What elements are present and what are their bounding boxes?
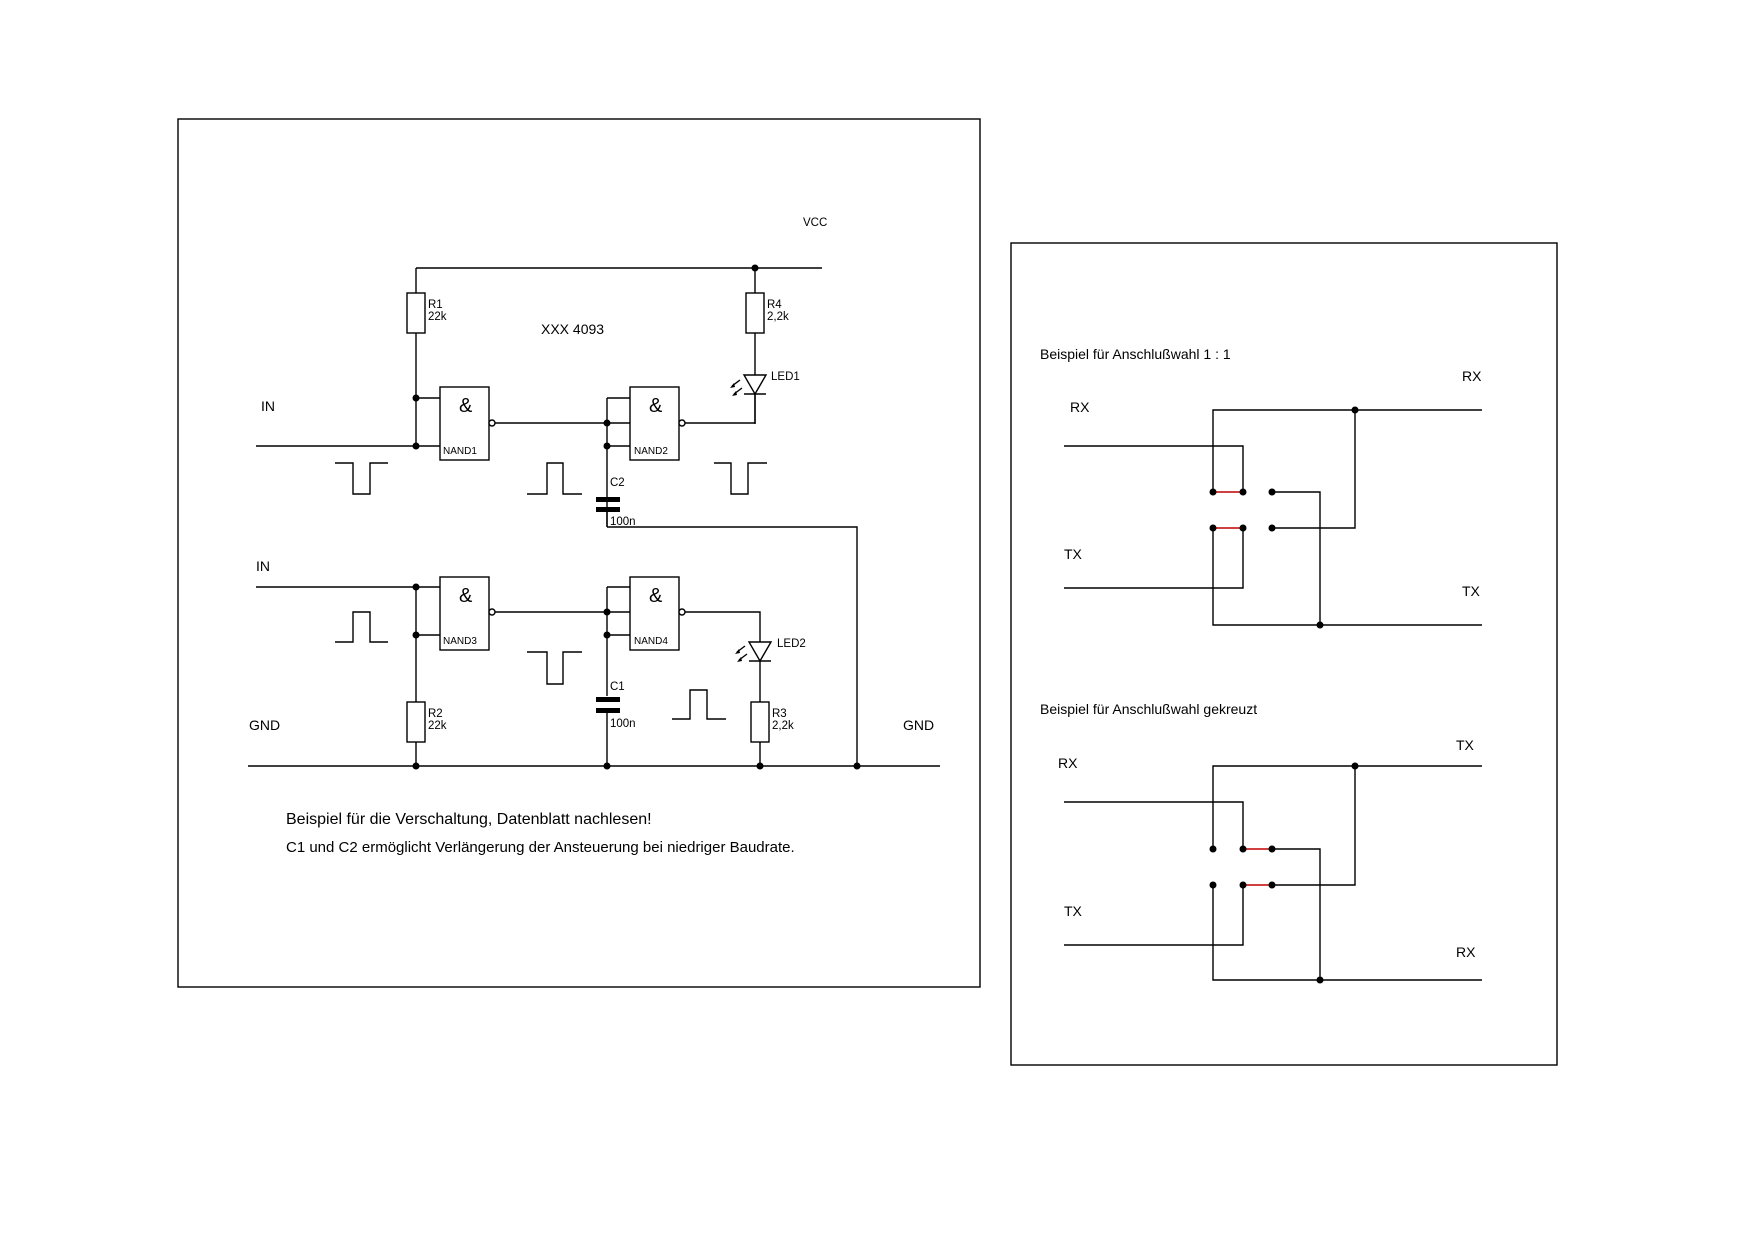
schematic-junctions (412, 264, 861, 770)
note-wiring-example: Beispiel für die Verschaltung, Datenblat… (286, 811, 652, 828)
crossed-left-tx: TX (1064, 903, 1083, 919)
crossed-wiring (1064, 762, 1482, 984)
nand1-output-bubble (488, 419, 496, 427)
straight-right-rx: RX (1462, 368, 1482, 384)
pulse-low-mid-bottom (527, 651, 582, 685)
straight-title: Beispiel für Anschlußwahl 1 : 1 (1040, 346, 1231, 362)
r3-name: R3 (772, 708, 787, 720)
straight-left-rx: RX (1070, 399, 1090, 415)
resistor-r2 (406, 701, 426, 743)
capacitor-c2 (596, 497, 620, 512)
nand2-label: NAND2 (634, 446, 668, 457)
nand4-gate (629, 576, 680, 651)
nand2-output-bubble (678, 419, 686, 427)
nand4-symbol: & (649, 585, 663, 607)
nand3-symbol: & (459, 585, 473, 607)
pulse-low-in-top (335, 462, 388, 495)
pulse-high-mid-top (527, 462, 582, 495)
crossed-title: Beispiel für Anschlußwahl gekreuzt (1040, 701, 1257, 717)
crossed-right-tx: TX (1456, 737, 1475, 753)
in-bottom-label: IN (256, 558, 270, 574)
led2-label: LED2 (777, 638, 806, 650)
crossed-left-rx: RX (1058, 755, 1078, 771)
chip-label: XXX 4093 (541, 321, 604, 337)
r1-name: R1 (428, 299, 443, 311)
gnd-right-label: GND (903, 717, 934, 733)
nand2-gate (629, 386, 680, 461)
straight-right-tx: TX (1462, 583, 1481, 599)
r2-name: R2 (428, 708, 443, 720)
vcc-label: VCC (803, 217, 827, 229)
crossed-right-rx: RX (1456, 944, 1476, 960)
c2-value: 100n (610, 516, 636, 528)
nand2-symbol: & (649, 395, 663, 417)
r4-name: R4 (767, 299, 782, 311)
c1-value: 100n (610, 718, 636, 730)
schematic-frame (177, 118, 981, 988)
nand4-label: NAND4 (634, 636, 668, 647)
c1-name: C1 (610, 681, 625, 693)
pulse-high-in-bottom (335, 611, 388, 643)
r2-value: 22k (428, 720, 447, 732)
pulse-high-out-bottom (672, 689, 726, 720)
straight-left-tx: TX (1064, 546, 1083, 562)
gnd-left-label: GND (249, 717, 280, 733)
resistor-r3 (750, 701, 770, 743)
capacitor-c1 (596, 697, 620, 713)
r4-value: 2,2k (767, 311, 789, 323)
nand1-label: NAND1 (443, 446, 477, 457)
nand3-output-bubble (488, 608, 496, 616)
nand4-output-bubble (678, 608, 686, 616)
nand1-gate (439, 386, 490, 461)
r1-value: 22k (428, 311, 447, 323)
c2-name: C2 (610, 477, 625, 489)
resistor-r1 (406, 292, 426, 334)
pulse-low-out-top (714, 462, 767, 495)
nand3-gate (439, 576, 490, 651)
note-capacitor-extension: C1 und C2 ermöglicht Verlängerung der An… (286, 839, 795, 856)
resistor-r4 (745, 292, 765, 334)
led2-symbol (735, 641, 773, 663)
straight-wiring (1064, 406, 1482, 629)
in-top-label: IN (261, 398, 275, 414)
nand3-label: NAND3 (443, 636, 477, 647)
led1-symbol (730, 374, 768, 396)
r3-value: 2,2k (772, 720, 794, 732)
nand1-symbol: & (459, 395, 473, 417)
led1-label: LED1 (771, 371, 800, 383)
connection-frame (1010, 242, 1558, 1066)
